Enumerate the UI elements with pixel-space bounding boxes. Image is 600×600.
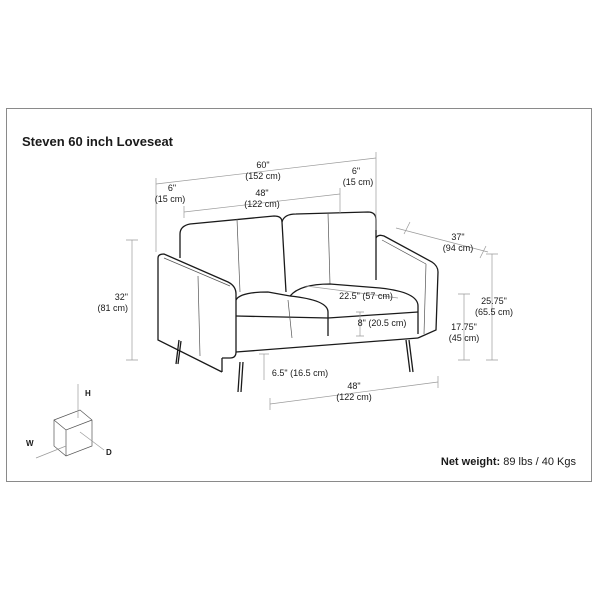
overall-width-in: 60" (256, 160, 269, 170)
leg-height-label: 6.5" (16.5 cm) (272, 368, 328, 378)
overall-width-ticks (155, 152, 377, 192)
leg-span-ticks (269, 376, 439, 410)
seat-depth-line (305, 285, 399, 299)
seat-front-top (235, 311, 419, 319)
leg-span-in: 48" (347, 381, 360, 391)
d-axis-line (79, 431, 105, 451)
cushion-thickness-label: 8" (20.5 cm) (358, 318, 407, 328)
depth-ticks (403, 221, 487, 259)
arm-height-in: 25.75" (481, 296, 507, 306)
height-ticks (126, 239, 138, 361)
seat-width-top-cm: (122 cm) (244, 199, 280, 209)
left-arm-panel-seam (197, 275, 201, 357)
depth-line (395, 227, 489, 253)
left-arm-width-cm: (15 cm) (155, 194, 186, 204)
left-arm-side (157, 258, 223, 373)
arm-height-ticks (486, 253, 498, 361)
left-arm-front (157, 253, 237, 359)
depth-cm: (94 cm) (443, 243, 474, 253)
leg-back-left (175, 339, 182, 365)
product-title: Steven 60 inch Loveseat (22, 134, 174, 149)
leg-front-right (405, 339, 414, 373)
left-arm-top-seam (163, 257, 231, 287)
axis-cube (53, 409, 93, 457)
net-weight: Net weight: 89 lbs / 40 Kgs (441, 456, 576, 468)
leg-span-line (269, 381, 439, 405)
drawing-frame (6, 108, 592, 482)
arm-height-cm: (65.5 cm) (475, 307, 513, 317)
net-weight-value: 89 lbs / 40 Kgs (503, 456, 576, 468)
height-in: 32" (115, 292, 128, 302)
left-arm-width-in: 6" (168, 183, 176, 193)
cushion-ticks (356, 311, 364, 337)
seat-bottom-line (235, 337, 419, 353)
seat-cushion-seam (287, 299, 293, 339)
seat-depth-label: 22.5" (57 cm) (339, 291, 393, 301)
seat-width-top-ticks (183, 188, 341, 218)
right-arm-width-cm: (15 cm) (343, 177, 374, 187)
extension-lines (155, 166, 377, 252)
d-axis-label: D (106, 448, 112, 457)
left-back-cushion (179, 215, 287, 293)
seat-width-top-line (183, 193, 341, 213)
leg-front-left (237, 361, 244, 393)
overall-width-line (155, 157, 377, 185)
net-weight-label: Net weight: (440, 456, 501, 468)
seat-height-cm: (45 cm) (449, 333, 480, 343)
dimension-labels: 60" (152 cm) 6" (15 cm) 6" (15 cm) 48" (… (97, 160, 513, 402)
right-arm-width-in: 6" (352, 166, 360, 176)
dimension-lines (126, 152, 498, 410)
seat-height-in: 17.75" (451, 322, 477, 332)
axis-cube-legend: H W D (26, 384, 112, 459)
seat-height-ticks (458, 293, 470, 361)
depth-in: 37" (451, 232, 464, 242)
height-cm: (81 cm) (97, 303, 128, 313)
right-back-seam (327, 212, 331, 285)
seat-width-top-in: 48" (255, 188, 268, 198)
w-axis-label: W (26, 439, 34, 448)
overall-width-cm: (152 cm) (245, 171, 281, 181)
leg-span-cm: (122 cm) (336, 392, 372, 402)
left-seat-cushion (235, 291, 329, 336)
right-seat-cushion (289, 283, 419, 334)
h-axis-label: H (85, 389, 91, 398)
left-back-seam (236, 218, 241, 293)
right-back-cushion (281, 211, 377, 280)
right-arm-front-seam (423, 263, 427, 335)
loveseat-illustration (157, 211, 439, 393)
w-axis-line (35, 445, 67, 459)
right-arm (375, 234, 439, 339)
right-arm-top-seam (381, 239, 427, 265)
